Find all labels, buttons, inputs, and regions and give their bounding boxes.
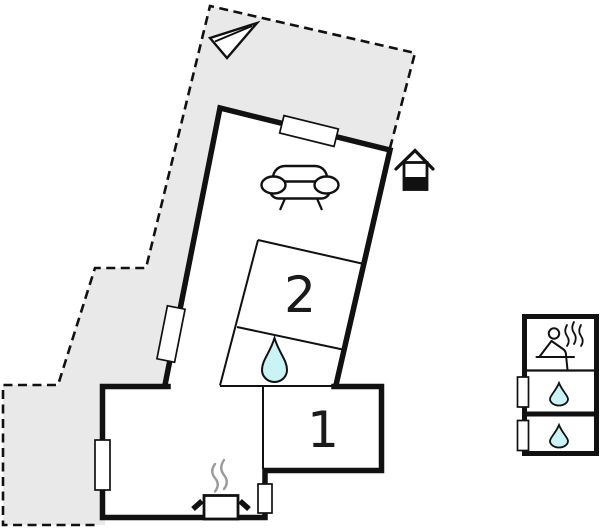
water-drop-icon	[549, 380, 569, 407]
window-kitchen-wall	[257, 483, 273, 514]
window-left-slanted-wall	[155, 304, 187, 364]
room-2-bottom-wall	[236, 326, 346, 351]
plot-area	[3, 6, 415, 525]
sauna-icon	[535, 321, 584, 371]
room-1-label: 1	[307, 401, 339, 459]
plot-boundary-dashed	[1, 4, 417, 527]
room-2-label: 2	[284, 266, 316, 324]
main-building-lower-floor	[100, 385, 382, 520]
stove-icon	[191, 458, 251, 521]
window-top-wall	[278, 114, 340, 148]
windows	[94, 114, 340, 514]
sofa-icon	[260, 164, 340, 211]
interior-walls	[219, 239, 365, 469]
water-drop-icon	[549, 422, 569, 449]
annex-window-upper	[516, 376, 530, 408]
room-2-top-wall	[257, 239, 365, 265]
window-lower-left-wall	[94, 439, 111, 491]
room-2-left-wall	[219, 239, 259, 386]
annex-window-lower	[516, 419, 530, 452]
annex-building	[516, 314, 599, 456]
north-arrow-icon	[207, 20, 261, 60]
steam-icon	[220, 458, 228, 491]
steam-icon	[211, 462, 219, 493]
entrance-house-icon	[394, 148, 435, 191]
water-drop-icon	[260, 334, 289, 383]
